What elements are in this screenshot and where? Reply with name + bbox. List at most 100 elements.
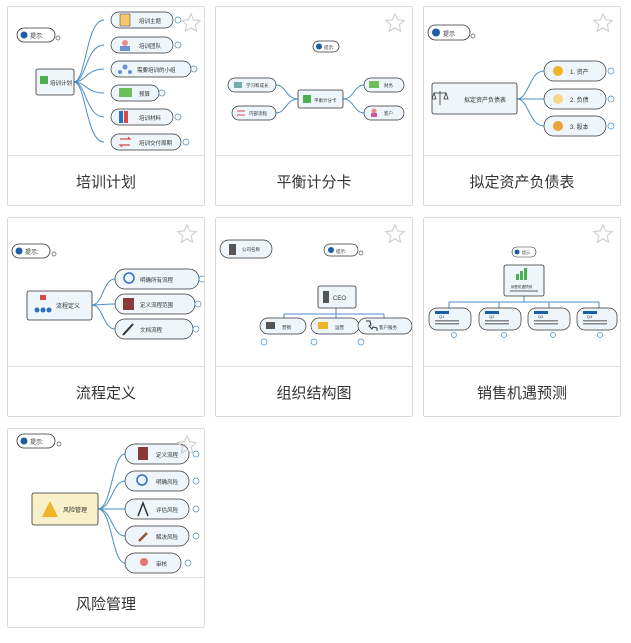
svg-text:文档流程: 文档流程 bbox=[140, 326, 163, 334]
favorite-star-icon[interactable] bbox=[384, 223, 406, 245]
svg-text:提示:: 提示: bbox=[30, 32, 44, 40]
card-divider bbox=[424, 366, 620, 367]
branch-topics: Q1 Q2 Q3 Q4 bbox=[428, 307, 618, 331]
svg-text:定义流程范围: 定义流程范围 bbox=[140, 301, 174, 309]
svg-text:培训交付周期: 培训交付周期 bbox=[139, 139, 173, 147]
central-topic: 销售机遇预测 bbox=[503, 264, 545, 297]
template-title: 组织结构图 bbox=[276, 384, 352, 402]
svg-text:2. 负债: 2. 负债 bbox=[570, 96, 589, 104]
favorite-star-icon[interactable] bbox=[176, 223, 198, 245]
company-name-topic: 公司名称 bbox=[219, 239, 273, 259]
template-title: 销售机遇预测 bbox=[476, 384, 567, 402]
template-card-balance-sheet[interactable]: 提示 拟定资产负债表 1. 资产 2. 负债 bbox=[423, 6, 621, 206]
template-card-process-definition[interactable]: 提示: 流程定义 明确所有流程 定义流程范围 bbox=[7, 217, 205, 417]
svg-text:提示:: 提示: bbox=[336, 248, 346, 255]
svg-text:内部流程: 内部流程 bbox=[249, 110, 267, 117]
thumbnail-process-definition: 提示: 流程定义 明确所有流程 定义流程范围 bbox=[8, 218, 204, 366]
card-divider bbox=[8, 366, 204, 367]
svg-text:客户服务: 客户服务 bbox=[379, 324, 397, 331]
svg-text:Q3: Q3 bbox=[538, 314, 544, 319]
template-card-risk-management[interactable]: 提示: 风险管理 定义流程 明确风险 bbox=[7, 428, 205, 628]
tip-bubble: 提示: bbox=[16, 27, 61, 43]
template-card-sales-forecast[interactable]: 提示 销售机遇预测 Q1 Q2 bbox=[423, 217, 621, 417]
svg-text:Q2: Q2 bbox=[489, 314, 495, 319]
svg-text:提示: 提示 bbox=[522, 249, 530, 255]
card-divider bbox=[216, 366, 412, 367]
branch-topics: 明确所有流程 定义流程范围 文档流程 bbox=[114, 268, 200, 340]
svg-text:Q1: Q1 bbox=[439, 314, 445, 319]
svg-text:评估风险: 评估风险 bbox=[156, 506, 179, 514]
central-topic: 平衡计分卡 bbox=[297, 89, 344, 109]
template-title: 培训计划 bbox=[75, 173, 136, 191]
svg-text:流程定义: 流程定义 bbox=[56, 302, 80, 310]
svg-text:提示: 提示 bbox=[443, 30, 455, 38]
branch-topics: 1. 资产 2. 负债 3. 股本 bbox=[543, 60, 607, 137]
template-title: 拟定资产负债表 bbox=[469, 173, 575, 191]
svg-text:公司名称: 公司名称 bbox=[242, 246, 260, 253]
svg-text:明确所有流程: 明确所有流程 bbox=[140, 276, 174, 284]
central-topic: 培训计划 bbox=[35, 68, 75, 96]
svg-text:CEO: CEO bbox=[333, 296, 346, 302]
svg-text:需要培训的小组: 需要培训的小组 bbox=[137, 66, 176, 74]
svg-text:预算: 预算 bbox=[139, 90, 151, 98]
svg-text:3. 股本: 3. 股本 bbox=[570, 123, 589, 131]
template-title: 流程定义 bbox=[75, 384, 136, 402]
favorite-star-icon[interactable] bbox=[176, 434, 198, 456]
svg-text:审核: 审核 bbox=[156, 560, 168, 568]
branch-topics: 定义流程 明确风险 评估风险 解决风险 审核 bbox=[124, 443, 190, 574]
svg-text:提示:: 提示: bbox=[30, 438, 44, 446]
branch-topics: 培训主题 培训团队 需要培训的小组 预算 培训材料 培训交付周期 bbox=[110, 11, 192, 151]
svg-text:平衡计分卡: 平衡计分卡 bbox=[314, 97, 337, 104]
card-divider bbox=[424, 155, 620, 156]
branch-topics: 营销 运营 客户服务 bbox=[259, 317, 412, 335]
central-topic: 流程定义 bbox=[26, 290, 93, 321]
tip-bubble: 提示: bbox=[16, 433, 62, 449]
thumbnail-balance-sheet: 提示 拟定资产负债表 1. 资产 2. 负债 bbox=[424, 7, 620, 155]
favorite-star-icon[interactable] bbox=[592, 223, 614, 245]
template-card-org-chart[interactable]: 公司名称 提示: CEO 营销 运营 bbox=[215, 217, 413, 417]
card-divider bbox=[8, 577, 204, 578]
thumbnail-sales-forecast: 提示 销售机遇预测 Q1 Q2 bbox=[424, 218, 620, 366]
svg-text:培训主题: 培训主题 bbox=[139, 17, 162, 25]
tip-bubble: 提示: bbox=[312, 40, 340, 53]
svg-text:培训材料: 培训材料 bbox=[139, 114, 162, 122]
template-card-balanced-scorecard[interactable]: 提示: 平衡计分卡 学习和成长 内部流程 bbox=[215, 6, 413, 206]
svg-text:客户: 客户 bbox=[384, 110, 393, 117]
thumbnail-training-plan: 提示: 培训计划 培训主题 培训 bbox=[8, 7, 204, 155]
svg-text:明确风险: 明确风险 bbox=[156, 478, 179, 486]
favorite-star-icon[interactable] bbox=[384, 12, 406, 34]
template-card-training-plan[interactable]: 提示: 培训计划 培训主题 培训 bbox=[7, 6, 205, 206]
svg-text:学习和成长: 学习和成长 bbox=[246, 82, 269, 89]
branch-topics: 学习和成长 内部流程 财务 客户 bbox=[227, 77, 405, 121]
favorite-star-icon[interactable] bbox=[592, 12, 614, 34]
svg-text:Q4: Q4 bbox=[587, 314, 593, 319]
svg-text:1. 资产: 1. 资产 bbox=[570, 68, 589, 76]
central-topic: 风险管理 bbox=[31, 492, 99, 526]
favorite-star-icon[interactable] bbox=[180, 12, 202, 34]
svg-text:提示:: 提示: bbox=[324, 44, 334, 51]
thumbnail-org-chart: 公司名称 提示: CEO 营销 运营 bbox=[216, 218, 412, 366]
svg-text:提示:: 提示: bbox=[25, 248, 39, 256]
template-title: 平衡计分卡 bbox=[276, 173, 352, 191]
central-topic: 拟定资产负债表 bbox=[431, 82, 518, 115]
tip-bubble: 提示: bbox=[323, 243, 364, 257]
template-title: 风险管理 bbox=[75, 595, 136, 613]
svg-text:营销: 营销 bbox=[282, 324, 291, 331]
svg-text:拟定资产负债表: 拟定资产负债表 bbox=[464, 96, 506, 104]
svg-text:培训团队: 培训团队 bbox=[139, 42, 162, 50]
svg-text:培训计划: 培训计划 bbox=[50, 79, 72, 87]
tip-bubble: 提示 bbox=[511, 246, 537, 258]
svg-text:运营: 运营 bbox=[335, 324, 344, 331]
svg-text:解决风险: 解决风险 bbox=[156, 533, 179, 541]
card-divider bbox=[216, 155, 412, 156]
thumbnail-balanced-scorecard: 提示: 平衡计分卡 学习和成长 内部流程 bbox=[216, 7, 412, 155]
central-topic: CEO bbox=[317, 285, 357, 309]
tip-bubble: 提示 bbox=[427, 24, 476, 41]
svg-text:财务: 财务 bbox=[384, 82, 393, 89]
svg-text:风险管理: 风险管理 bbox=[63, 506, 87, 514]
svg-text:销售机遇预测: 销售机遇预测 bbox=[511, 284, 532, 289]
card-divider bbox=[8, 155, 204, 156]
tip-bubble: 提示: bbox=[11, 243, 57, 259]
svg-text:定义流程: 定义流程 bbox=[156, 451, 179, 459]
thumbnail-risk-management: 提示: 风险管理 定义流程 明确风险 bbox=[8, 429, 204, 577]
